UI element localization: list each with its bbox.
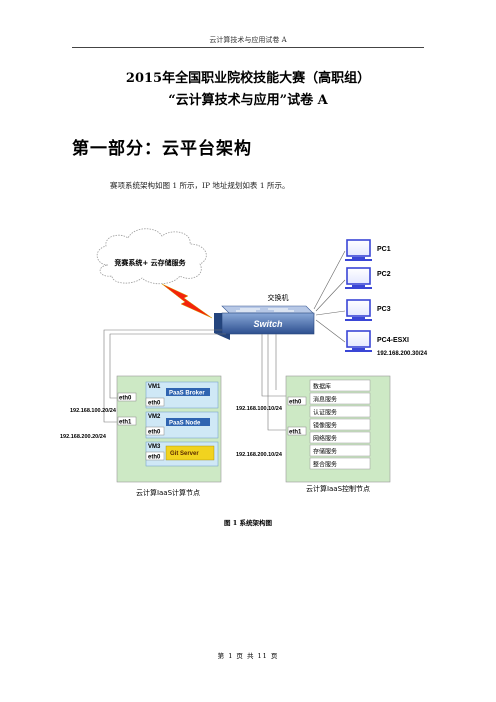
document-subtitle: “云计算技术与应用”试卷 A bbox=[168, 93, 328, 108]
compute-ip1: 192.168.100.20/24 bbox=[70, 408, 117, 414]
intro-paragraph: 赛项系统架构如图 1 所示，IP 地址规划如表 1 所示。 bbox=[110, 181, 290, 190]
vm3-eth: eth0 bbox=[148, 455, 161, 461]
pc3-icon bbox=[345, 299, 372, 321]
switch-label: Switch bbox=[253, 319, 283, 329]
control-service-db: 数据库 bbox=[313, 383, 331, 391]
vm3-service: Git Server bbox=[170, 451, 199, 457]
lightning-icon bbox=[161, 283, 213, 319]
pc1-label: PC1 bbox=[377, 246, 391, 253]
pc4-label: PC4-ESXI bbox=[377, 337, 409, 344]
vm2-eth: eth0 bbox=[148, 430, 161, 436]
vm1-service: PaaS Broker bbox=[169, 391, 205, 397]
section-heading: 第一部分：云平台架构 bbox=[72, 139, 252, 159]
vm1-eth: eth0 bbox=[148, 401, 161, 407]
control-service-image: 镜像服务 bbox=[313, 422, 337, 430]
compute-eth0: eth0 bbox=[119, 396, 132, 402]
control-service-integration: 整合服务 bbox=[313, 461, 337, 469]
running-header: 云计算技术与应用试卷 A bbox=[209, 36, 287, 44]
control-node bbox=[285, 375, 391, 483]
compute-ip2: 192.168.200.20/24 bbox=[60, 434, 107, 440]
pc3-label: PC3 bbox=[377, 306, 391, 313]
control-ip2: 192.168.200.10/24 bbox=[236, 452, 283, 458]
switch-icon bbox=[214, 305, 315, 340]
control-service-storage: 存储服务 bbox=[313, 448, 337, 456]
pc4-ip: 192.168.200.30/24 bbox=[377, 351, 428, 357]
switch-caption: 交换机 bbox=[268, 293, 289, 302]
pc2-icon bbox=[345, 267, 372, 289]
pc4-icon bbox=[345, 330, 372, 352]
document-title: 2015年全国职业院校技能大赛（高职组） bbox=[125, 71, 371, 86]
control-service-msg: 消息服务 bbox=[313, 396, 337, 404]
control-eth0: eth0 bbox=[289, 400, 302, 406]
compute-caption: 云计算IaaS计算节点 bbox=[136, 488, 200, 497]
vm3-name: VM3 bbox=[148, 444, 161, 450]
pc1-icon bbox=[345, 239, 372, 261]
control-service-network: 网络服务 bbox=[313, 435, 337, 443]
control-service-auth: 认证服务 bbox=[313, 409, 337, 417]
cloud-icon bbox=[96, 228, 207, 285]
pc2-label: PC2 bbox=[377, 271, 391, 278]
control-eth1: eth1 bbox=[289, 430, 302, 436]
node-links bbox=[103, 329, 288, 431]
control-ip1: 192.168.100.10/24 bbox=[236, 406, 283, 412]
vm2-name: VM2 bbox=[148, 414, 161, 420]
compute-node bbox=[116, 375, 222, 483]
compute-eth1: eth1 bbox=[119, 420, 132, 426]
cloud-label: 竞赛系统+ 云存储服务 bbox=[113, 258, 186, 267]
pc-links bbox=[313, 250, 346, 343]
figure-caption: 图 1 系统架构图 bbox=[223, 519, 273, 527]
vm2-service: PaaS Node bbox=[169, 421, 201, 427]
control-caption: 云计算IaaS控制节点 bbox=[306, 484, 370, 493]
header-divider bbox=[72, 47, 424, 48]
vm1-name: VM1 bbox=[148, 384, 161, 390]
page-footer: 第 1 页 共 11 页 bbox=[217, 652, 279, 660]
